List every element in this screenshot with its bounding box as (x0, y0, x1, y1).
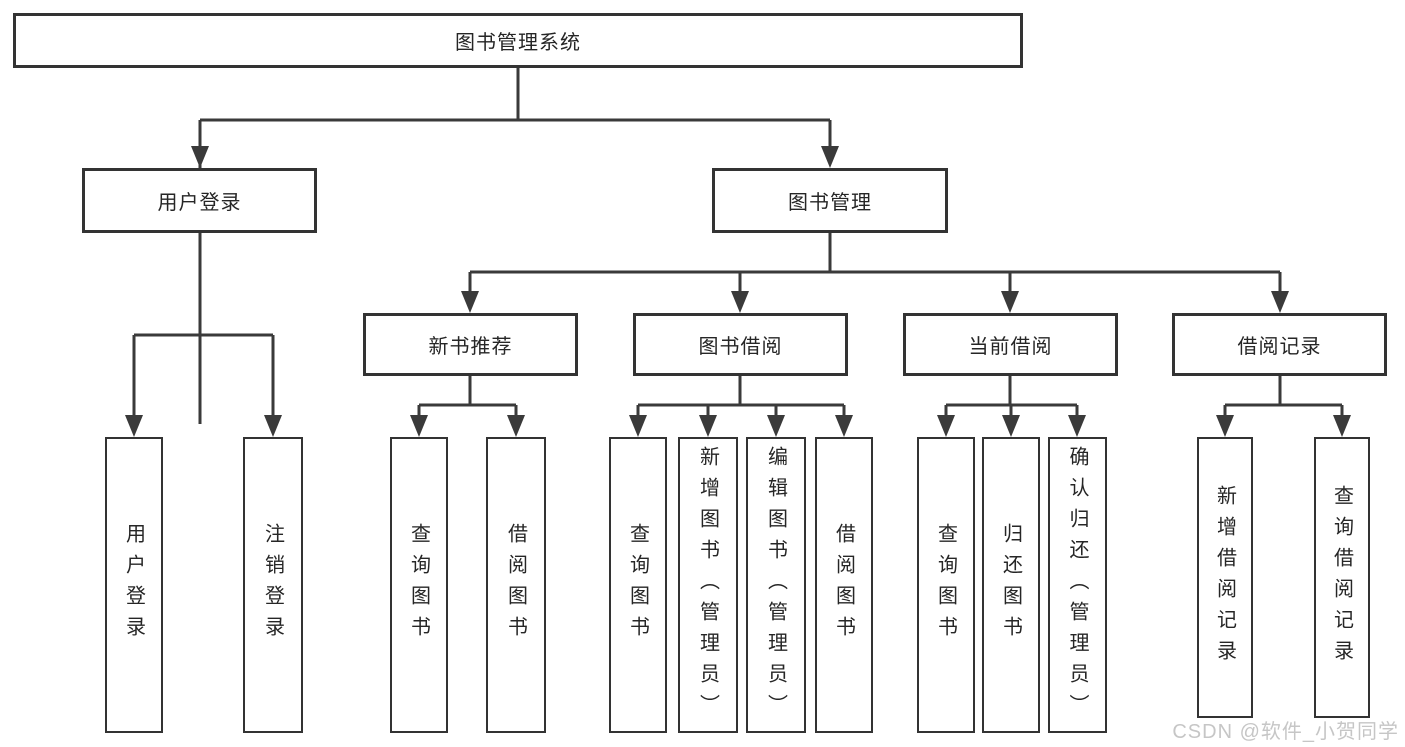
leaf-edit-book-admin: 编辑图书（管理员） (746, 437, 806, 733)
leaf-label: 用户登录 (122, 523, 145, 647)
node-current-borrow: 当前借阅 (903, 313, 1118, 376)
leaf-label: 查询图书 (626, 523, 649, 647)
leaf-label: 新增图书（管理员） (696, 445, 719, 725)
leaf-label: 查询图书 (934, 523, 957, 647)
leaf-label: 查询借阅记录 (1330, 484, 1353, 671)
leaf-query-borrow-record: 查询借阅记录 (1314, 437, 1370, 718)
node-new-book-recommend: 新书推荐 (363, 313, 578, 376)
node-book-borrow: 图书借阅 (633, 313, 848, 376)
leaf-query-book-3: 查询图书 (917, 437, 975, 733)
leaf-query-book-1: 查询图书 (390, 437, 448, 733)
leaf-borrow-book-1: 借阅图书 (486, 437, 546, 733)
node-root: 图书管理系统 (13, 13, 1023, 68)
leaf-label: 归还图书 (999, 523, 1022, 647)
leaf-label: 借阅图书 (504, 523, 527, 647)
leaf-return-book: 归还图书 (982, 437, 1040, 733)
arrowheads (125, 146, 1351, 437)
leaf-label: 借阅图书 (832, 523, 855, 647)
leaf-logout: 注销登录 (243, 437, 303, 733)
leaf-add-book-admin: 新增图书（管理员） (678, 437, 738, 733)
leaf-borrow-book-2: 借阅图书 (815, 437, 873, 733)
leaf-label: 查询图书 (407, 523, 430, 647)
leaf-label: 确认归还（管理员） (1066, 445, 1088, 725)
leaf-confirm-return-admin: 确认归还（管理员） (1048, 437, 1107, 733)
leaf-add-borrow-record: 新增借阅记录 (1197, 437, 1253, 718)
leaf-user-login: 用户登录 (105, 437, 163, 733)
node-book-management: 图书管理 (712, 168, 948, 233)
leaf-query-book-2: 查询图书 (609, 437, 667, 733)
leaf-label: 注销登录 (261, 523, 284, 647)
leaf-label: 新增借阅记录 (1213, 484, 1236, 671)
node-borrow-records: 借阅记录 (1172, 313, 1387, 376)
node-user-login: 用户登录 (82, 168, 317, 233)
leaf-label: 编辑图书（管理员） (764, 445, 787, 725)
